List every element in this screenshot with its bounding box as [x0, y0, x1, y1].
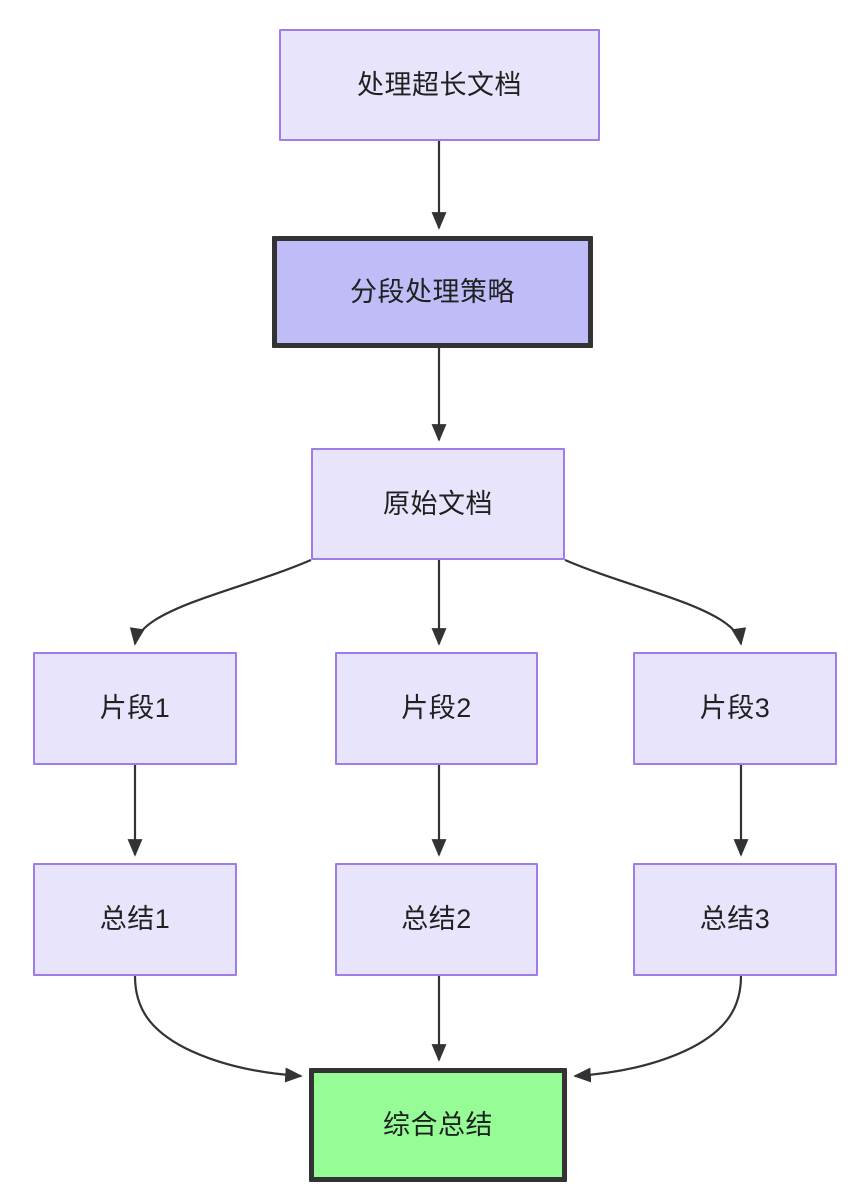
node-summary-1[interactable]: 总结1	[33, 863, 237, 976]
node-label: 总结3	[699, 904, 771, 935]
node-label: 片段1	[99, 693, 171, 724]
node-label: 原始文档	[383, 488, 493, 519]
edge-summary1-to-final	[133, 975, 303, 1083]
node-chunk-2[interactable]: 片段2	[335, 652, 538, 765]
node-label: 分段处理策略	[350, 276, 515, 307]
node-combined-summary[interactable]: 综合总结	[309, 1068, 567, 1182]
edge-summary3-to-final	[573, 975, 743, 1083]
node-summary-2[interactable]: 总结2	[335, 863, 538, 976]
node-summary-3[interactable]: 总结3	[633, 863, 837, 976]
node-label: 总结1	[99, 904, 171, 935]
node-process-long-document[interactable]: 处理超长文档	[279, 29, 600, 141]
node-label: 片段3	[699, 693, 771, 724]
node-chunk-1[interactable]: 片段1	[33, 652, 237, 765]
edge-source-to-chunk3	[564, 558, 747, 646]
node-label: 片段2	[401, 693, 472, 724]
node-chunk-3[interactable]: 片段3	[633, 652, 837, 765]
node-chunking-strategy[interactable]: 分段处理策略	[272, 236, 593, 348]
node-source-document[interactable]: 原始文档	[311, 448, 565, 560]
node-label: 总结2	[401, 904, 472, 935]
node-label: 处理超长文档	[357, 69, 522, 100]
edge-source-to-chunk1	[129, 558, 312, 646]
node-label: 综合总结	[383, 1109, 493, 1140]
